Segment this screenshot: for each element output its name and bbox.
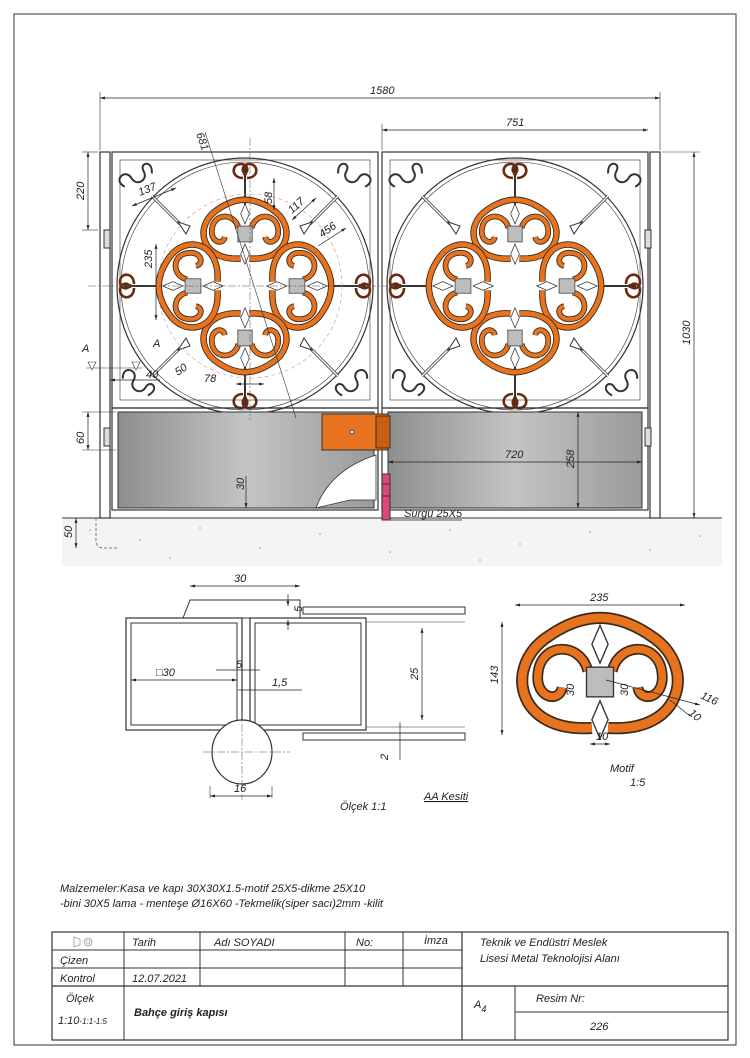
materials-note: -bini 30X5 lama - menteşe Ø16X60 -Tekmel… [60,898,384,910]
keyhole-icon [349,429,355,435]
scale-label: Ölçek [66,993,95,1005]
dim-60: 60 [75,431,87,444]
dim-235: 235 [143,249,155,269]
school-name: Teknik ve Endüstri Meslek [480,937,608,949]
motif-shape [522,618,677,739]
right-leaf [382,152,648,414]
dim-leaf-width: 751 [506,117,524,129]
section-mark-a: A [81,343,89,355]
drop-bolt [381,473,391,521]
dim-220: 220 [75,181,87,201]
dim-height: 1030 [681,320,693,345]
col-no: No: [356,937,373,949]
scale-main: 1:10 [58,1015,80,1027]
dim-143: 143 [489,665,501,684]
section-title: AA Kesiti [423,791,469,803]
drawing-no-label: Resim Nr: [536,993,585,1005]
school-department: Lisesi Metal Teknolojisi Alanı [480,953,620,965]
drawing-title: Bahçe giriş kapısı [134,1007,228,1019]
dim-258: 258 [565,449,577,469]
projection-symbol-icon [73,936,93,948]
dim-5: 5 [236,659,243,671]
check-date: 12.07.2021 [132,973,187,985]
hinge-icon [644,427,652,447]
row-drawn: Çizen [60,955,88,967]
dim-30: 30 [235,477,247,490]
dim-10: 10 [596,731,609,743]
dim-ground-50: 50 [63,525,75,538]
dim-116: 116 [699,690,721,709]
dim-square-30: □30 [156,667,176,679]
col-date: Tarih [132,937,156,949]
hinge-icon [103,427,111,447]
dim-25: 25 [409,667,421,681]
svg-text:A4: A4 [473,999,486,1014]
ground [62,518,722,566]
drawing-no: 226 [589,1021,609,1033]
dim-30: 30 [565,683,577,696]
dim-117: 117 [286,195,308,216]
materials-note: Malzemeler:Kasa ve kapı 30X30X1.5-motif … [60,883,366,895]
dim-10: 10 [686,707,704,725]
dim-1-5: 1,5 [272,677,288,689]
dim-16: 16 [234,783,247,795]
right-post [649,151,661,519]
dim-2: 2 [379,754,391,761]
title-block [51,931,729,1041]
section-mark-a: A [152,338,160,350]
paper-size-sub: 4 [481,1004,486,1014]
dim-78: 78 [204,373,217,385]
dim-681: 681 [193,131,211,152]
section-scale: Ölçek 1:1 [340,801,386,813]
dim-456: 456 [317,220,340,241]
sheet-border [13,13,737,1046]
dim-720: 720 [505,449,524,461]
dim-235: 235 [589,592,609,604]
motif-detail-view: 235 143 30 30 116 10 10 Motif 1:5 [489,592,720,789]
dim-50: 50 [173,361,191,378]
motif-scale: 1:5 [630,777,646,789]
right-kickplate [387,411,643,509]
dim-30: 30 [234,573,247,585]
col-signature: İmza [424,935,448,947]
row-check: Kontrol [60,973,95,985]
motif-title: Motif [610,763,635,775]
col-name: Adı SOYADI [213,937,275,949]
hinge-icon [644,229,652,249]
scale-sub: -1:1-1:5 [79,1017,107,1026]
paper-size: A [473,999,481,1011]
dim-overall-width: 1580 [370,85,395,97]
front-view: Sürgü 25X5 1580 751 1030 220 681 137 58 … [62,85,722,566]
dim-5: 5 [293,605,305,612]
dim-40: 40 [146,369,159,381]
left-post [99,151,111,519]
svg-text:1:10-1:1-1:5: 1:10-1:1-1:5 [58,1015,108,1027]
dim-58: 58 [263,191,275,204]
bolt-label: Sürgü 25X5 [404,508,463,520]
aa-section-view: 30 5 □30 5 1,5 25 2 16 AA Kesiti Ölçek 1… [125,573,469,813]
hinge-icon [103,229,111,249]
